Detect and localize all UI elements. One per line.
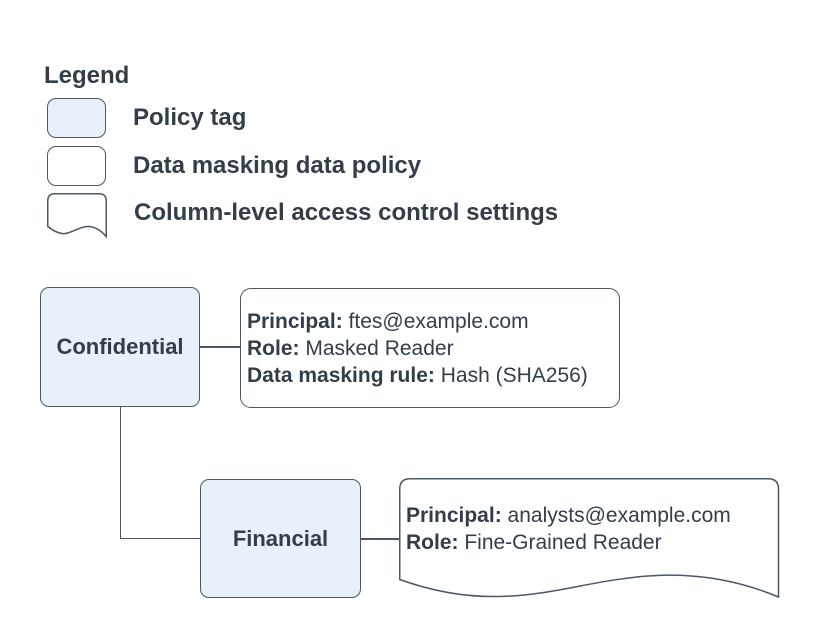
policy-tag-node-financial: Financial: [200, 479, 361, 598]
card-line-principal: Principal: ftes@example.com: [247, 308, 619, 335]
legend-row-data-masking-policy: Data masking data policy: [47, 146, 421, 186]
legend-label-column-access-control: Column-level access control settings: [134, 199, 559, 226]
line-value: Hash (SHA256): [434, 363, 588, 387]
column-access-control-swatch-icon: [47, 193, 107, 239]
line-value: ftes@example.com: [342, 309, 529, 333]
line-value: Fine-Grained Reader: [458, 531, 662, 554]
line-key: Principal:: [247, 309, 343, 333]
line-key: Role:: [406, 531, 459, 554]
connector-confidential-to-policy-card: [200, 346, 240, 348]
card-line-principal: Principal: analysts@example.com: [406, 502, 731, 529]
column-access-card-shape: [399, 478, 780, 599]
card-line-masking-rule: Data masking rule: Hash (SHA256): [247, 362, 619, 389]
legend-title: Legend: [44, 62, 130, 89]
legend-row-policy-tag: Policy tag: [47, 98, 246, 138]
line-key: Principal:: [406, 504, 502, 527]
connector-confidential-to-financial-horizontal: [119, 537, 201, 539]
line-key: Data masking rule:: [247, 363, 435, 387]
policy-tag-node-confidential: Confidential: [40, 287, 200, 407]
column-access-card: Principal: analysts@example.com Role: Fi…: [406, 502, 731, 556]
data-masking-policy-card: Principal: ftes@example.com Role: Masked…: [240, 288, 620, 408]
connector-confidential-to-financial-vertical: [119, 407, 121, 539]
line-value: analysts@example.com: [501, 504, 731, 527]
card-line-role: Role: Masked Reader: [247, 335, 619, 362]
legend-label-data-masking-policy: Data masking data policy: [133, 152, 422, 179]
connector-financial-to-access-card: [361, 538, 399, 540]
legend-row-column-access-control: Column-level access control settings: [47, 193, 559, 239]
line-key: Role:: [247, 336, 300, 360]
legend-label-policy-tag: Policy tag: [133, 104, 247, 131]
data-masking-policy-swatch-icon: [47, 146, 106, 186]
policy-tag-swatch-icon: [47, 98, 106, 138]
card-line-role: Role: Fine-Grained Reader: [406, 529, 731, 556]
line-value: Masked Reader: [299, 336, 454, 360]
